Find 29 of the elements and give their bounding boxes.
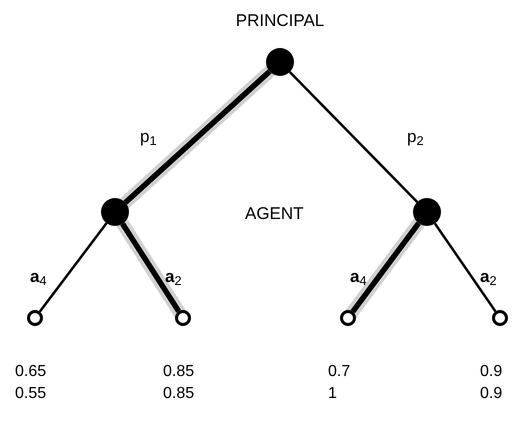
payoff-value: 0.9 [480,386,502,402]
terminal-node [175,310,191,326]
payoff-value: 0.85 [163,364,194,380]
terminal-node [340,310,356,326]
player-label: AGENT [245,205,304,222]
tree-branch [434,222,496,312]
tree-branch [38,222,108,312]
decision-node [101,198,129,226]
decision-node [413,198,441,226]
tree-branch [124,69,272,205]
decision-node [266,48,294,76]
payoff-value: 0.85 [163,386,194,402]
tree-branch [120,222,181,313]
terminal-node [492,310,508,326]
player-label: PRINCIPAL [234,12,326,29]
payoff-value: 0.65 [15,364,46,380]
terminal-node [27,310,43,326]
edge-label: a$_{4}$ [30,268,47,285]
tree-branch [350,222,421,314]
edge-label: a$_{4}$ [350,268,367,285]
edge-label: p$_{2}$ [407,128,424,145]
payoff-value: 0.9 [480,364,502,380]
edge-label: a$_{2}$ [165,268,182,285]
payoff-value: 0.7 [328,364,350,380]
payoff-value: 0.55 [15,386,46,402]
edge-label: a$_{2}$ [480,268,497,285]
edge-label: p$_{1}$ [140,128,157,145]
tree-branch [288,71,418,203]
payoff-value: 1 [328,386,337,402]
